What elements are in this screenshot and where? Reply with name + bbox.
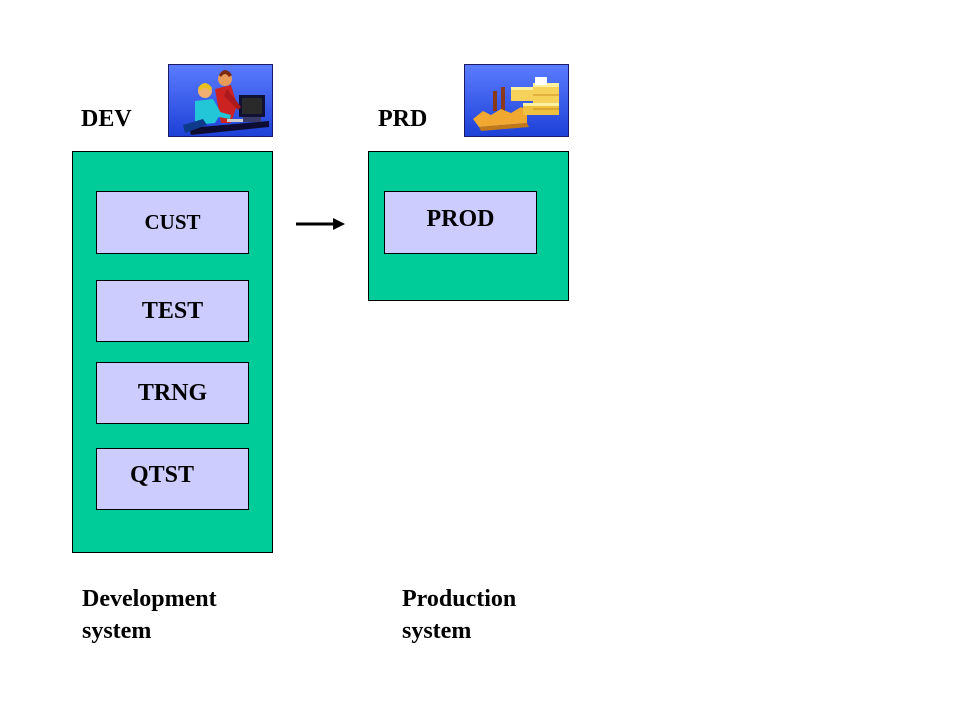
prd-caption: Production system: [402, 583, 516, 647]
dev-caption-line1: Development: [82, 586, 217, 612]
dev-caption-line2: system: [82, 618, 152, 644]
client-label-prod: PROD: [426, 206, 495, 232]
client-label-cust: CUST: [144, 210, 201, 234]
client-label-test: TEST: [141, 297, 204, 324]
client-box-qtst: QTST: [96, 448, 249, 510]
dev-system-label: DEV: [81, 106, 132, 132]
client-box-cust: CUST: [96, 191, 249, 254]
factory-production-icon: [464, 64, 569, 137]
client-box-trng: TRNG: [96, 362, 249, 424]
dev-caption: Development system: [82, 583, 217, 647]
client-label-qtst: QTST: [130, 461, 195, 488]
client-label-trng: TRNG: [137, 379, 208, 406]
prd-caption-line2: system: [402, 618, 472, 644]
dev-system-panel: CUST TEST TRNG QTST: [72, 151, 273, 553]
prd-caption-line1: Production: [402, 586, 517, 612]
prd-system-label: PRD: [378, 106, 428, 132]
transport-arrow: [296, 218, 345, 230]
prd-system-panel: PROD: [368, 151, 569, 301]
client-box-prod: PROD: [384, 191, 537, 254]
developers-at-computer-icon: [168, 64, 273, 137]
client-box-test: TEST: [96, 280, 249, 342]
